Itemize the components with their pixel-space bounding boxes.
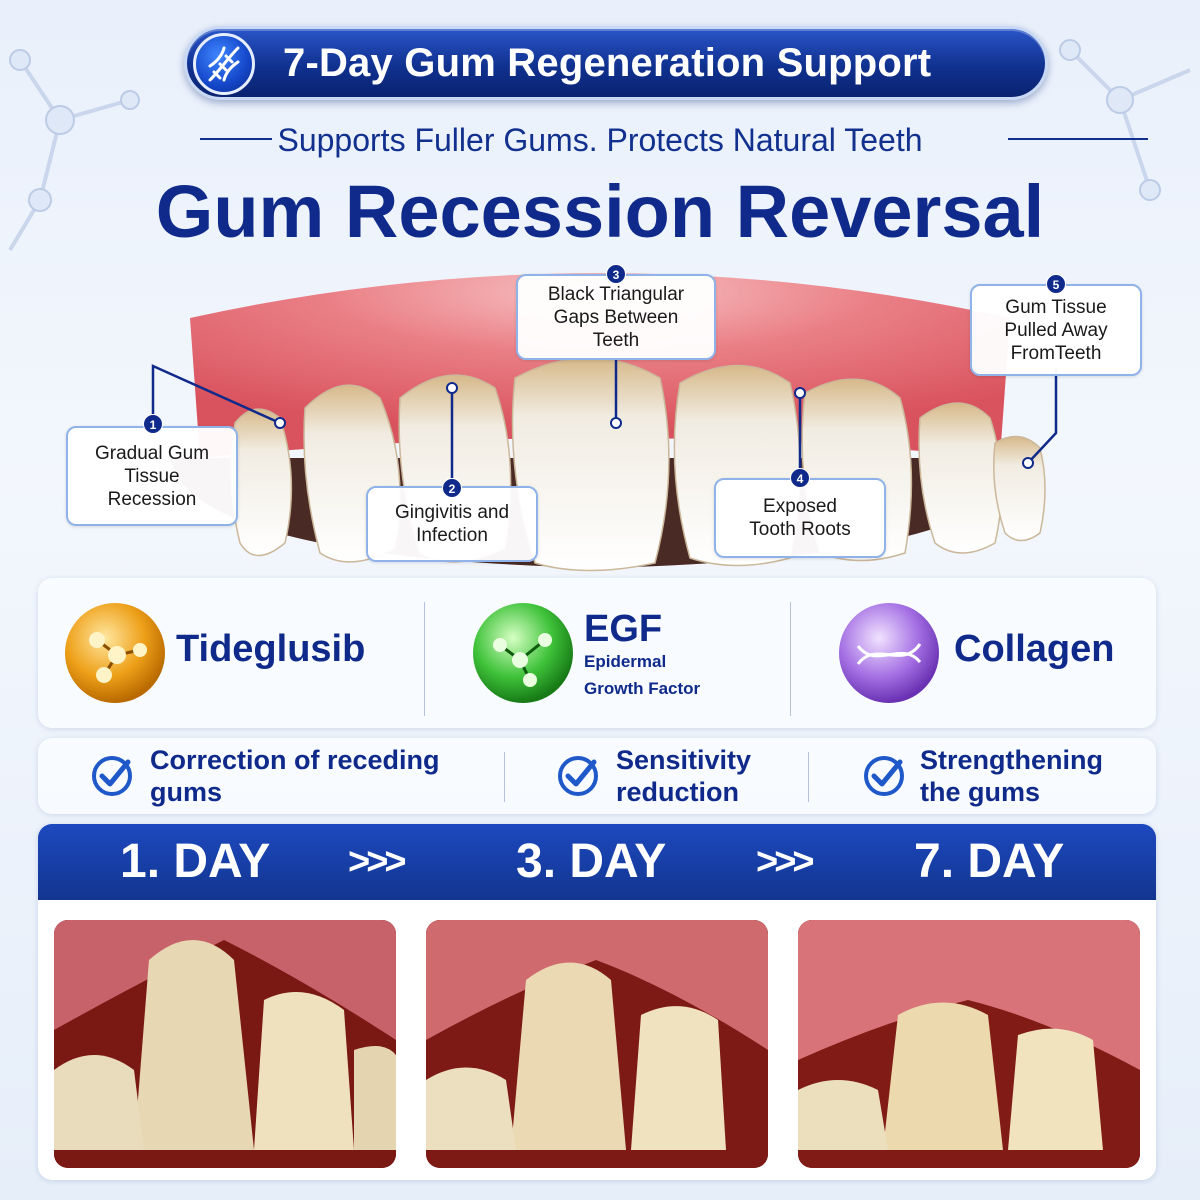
day-label-3: 3. DAY <box>516 835 667 888</box>
check-circle-icon <box>558 756 598 796</box>
day-3-photo <box>426 920 768 1168</box>
ingredient-subtitle: Epidermal <box>584 652 667 671</box>
day-label-1: 1. DAY <box>120 835 271 888</box>
ingredient-name: EGF <box>584 608 663 650</box>
ingredient-name: Collagen <box>954 628 1115 670</box>
benefit-text: Sensitivity reduction <box>616 745 752 807</box>
molecule-orb-icon <box>65 603 165 703</box>
callout-gum-recession: Gradual Gum Tissue Recession <box>66 426 238 526</box>
callout-number: 1 <box>143 414 163 434</box>
teeth-illustration: Gradual Gum Tissue Recession 1 Gingiviti… <box>0 264 1200 588</box>
callout-black-triangles: Black Triangular Gaps Between Teeth <box>516 274 716 360</box>
title-banner: 7-Day Gum Regeneration Support <box>184 26 1048 100</box>
callout-number: 3 <box>606 264 626 284</box>
benefit-text: Correction of receding gums <box>150 745 440 807</box>
divider <box>424 602 425 716</box>
ingredient-name: Tideglusib <box>176 628 366 670</box>
divider-line <box>1008 138 1148 140</box>
callout-number: 5 <box>1046 274 1066 294</box>
days-header: 1. DAY >>> 3. DAY >>> 7. DAY <box>38 824 1156 900</box>
callout-exposed-roots: Exposed Tooth Roots <box>714 478 886 558</box>
benefits-panel: Correction of receding gums Sensitivity … <box>38 738 1156 814</box>
callout-number: 4 <box>790 468 810 488</box>
banner-title: 7-Day Gum Regeneration Support <box>283 41 932 85</box>
dna-orb-icon <box>839 603 939 703</box>
divider-line <box>200 138 272 140</box>
molecule-orb-icon <box>473 603 573 703</box>
benefit-text: Strengthening the gums <box>920 745 1103 807</box>
check-circle-icon <box>864 756 904 796</box>
day-7-photo <box>798 920 1140 1168</box>
callout-number: 2 <box>442 478 462 498</box>
ingredients-panel: Tideglusib EGF Epidermal Growth Factor C… <box>38 578 1156 728</box>
molecule-decoration-icon <box>8 49 140 252</box>
arrow-icon: >>> <box>756 841 815 883</box>
dna-icon <box>193 33 255 95</box>
before-after-card: 1. DAY >>> 3. DAY >>> 7. DAY <box>38 824 1156 1180</box>
arrow-icon: >>> <box>348 841 407 883</box>
callout-gingivitis: Gingivitis and Infection <box>366 486 538 562</box>
divider <box>504 752 505 802</box>
page-title: Gum Recession Reversal <box>155 170 1045 253</box>
ingredient-subtitle: Growth Factor <box>584 679 701 698</box>
check-circle-icon <box>92 756 132 796</box>
molecule-decoration-icon <box>1059 39 1191 201</box>
subtitle-row: Supports Fuller Gums. Protects Natural T… <box>180 118 1148 162</box>
divider <box>808 752 809 802</box>
day-label-7: 7. DAY <box>914 835 1065 888</box>
day-1-photo <box>54 920 396 1168</box>
subtitle: Supports Fuller Gums. Protects Natural T… <box>277 122 923 158</box>
divider <box>790 602 791 716</box>
callout-gum-pulled-away: Gum Tissue Pulled Away FromTeeth <box>970 284 1142 376</box>
